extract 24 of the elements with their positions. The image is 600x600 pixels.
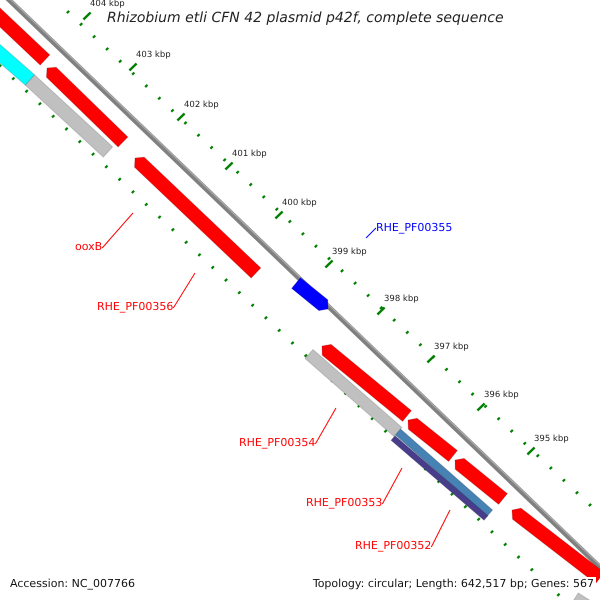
leader-line [430, 510, 450, 548]
leader-line [366, 228, 376, 238]
tick-label: 396 kbp [484, 391, 519, 400]
tick-label: 400 kbp [282, 199, 317, 208]
gene-label: RHE_PF00353 [306, 497, 382, 508]
tick-label: 402 kbp [184, 101, 219, 110]
gene-label: RHE_PF00352 [355, 540, 432, 551]
map-title: Rhizobium etli CFN 42 plasmid p42f, complete sequence [107, 11, 504, 25]
tick-label: 397 kbp [434, 343, 469, 352]
genome-summary-text: Topology: circular; Length: 642,517 bp; Genes: 567 [310, 577, 596, 590]
tick-label: 401 kbp [232, 150, 267, 158]
gene-label: RHE_PF00355 [376, 222, 452, 233]
leader-line [102, 212, 134, 248]
accession-text: Accession: NC_007766 [8, 577, 138, 590]
gene-label: RHE_PF00354 [239, 437, 316, 448]
tick-label: 398 kbp [384, 295, 419, 304]
tick-label: 399 kbp [332, 248, 367, 256]
tick-label: 403 kbp [136, 51, 171, 60]
leader-line [314, 408, 336, 444]
leader-line [172, 272, 196, 308]
tick-label: 395 kbp [534, 435, 569, 444]
gene-label: ooxB [75, 241, 102, 252]
gene-label: RHE_PF00356 [97, 301, 174, 312]
leader-line [382, 468, 402, 504]
